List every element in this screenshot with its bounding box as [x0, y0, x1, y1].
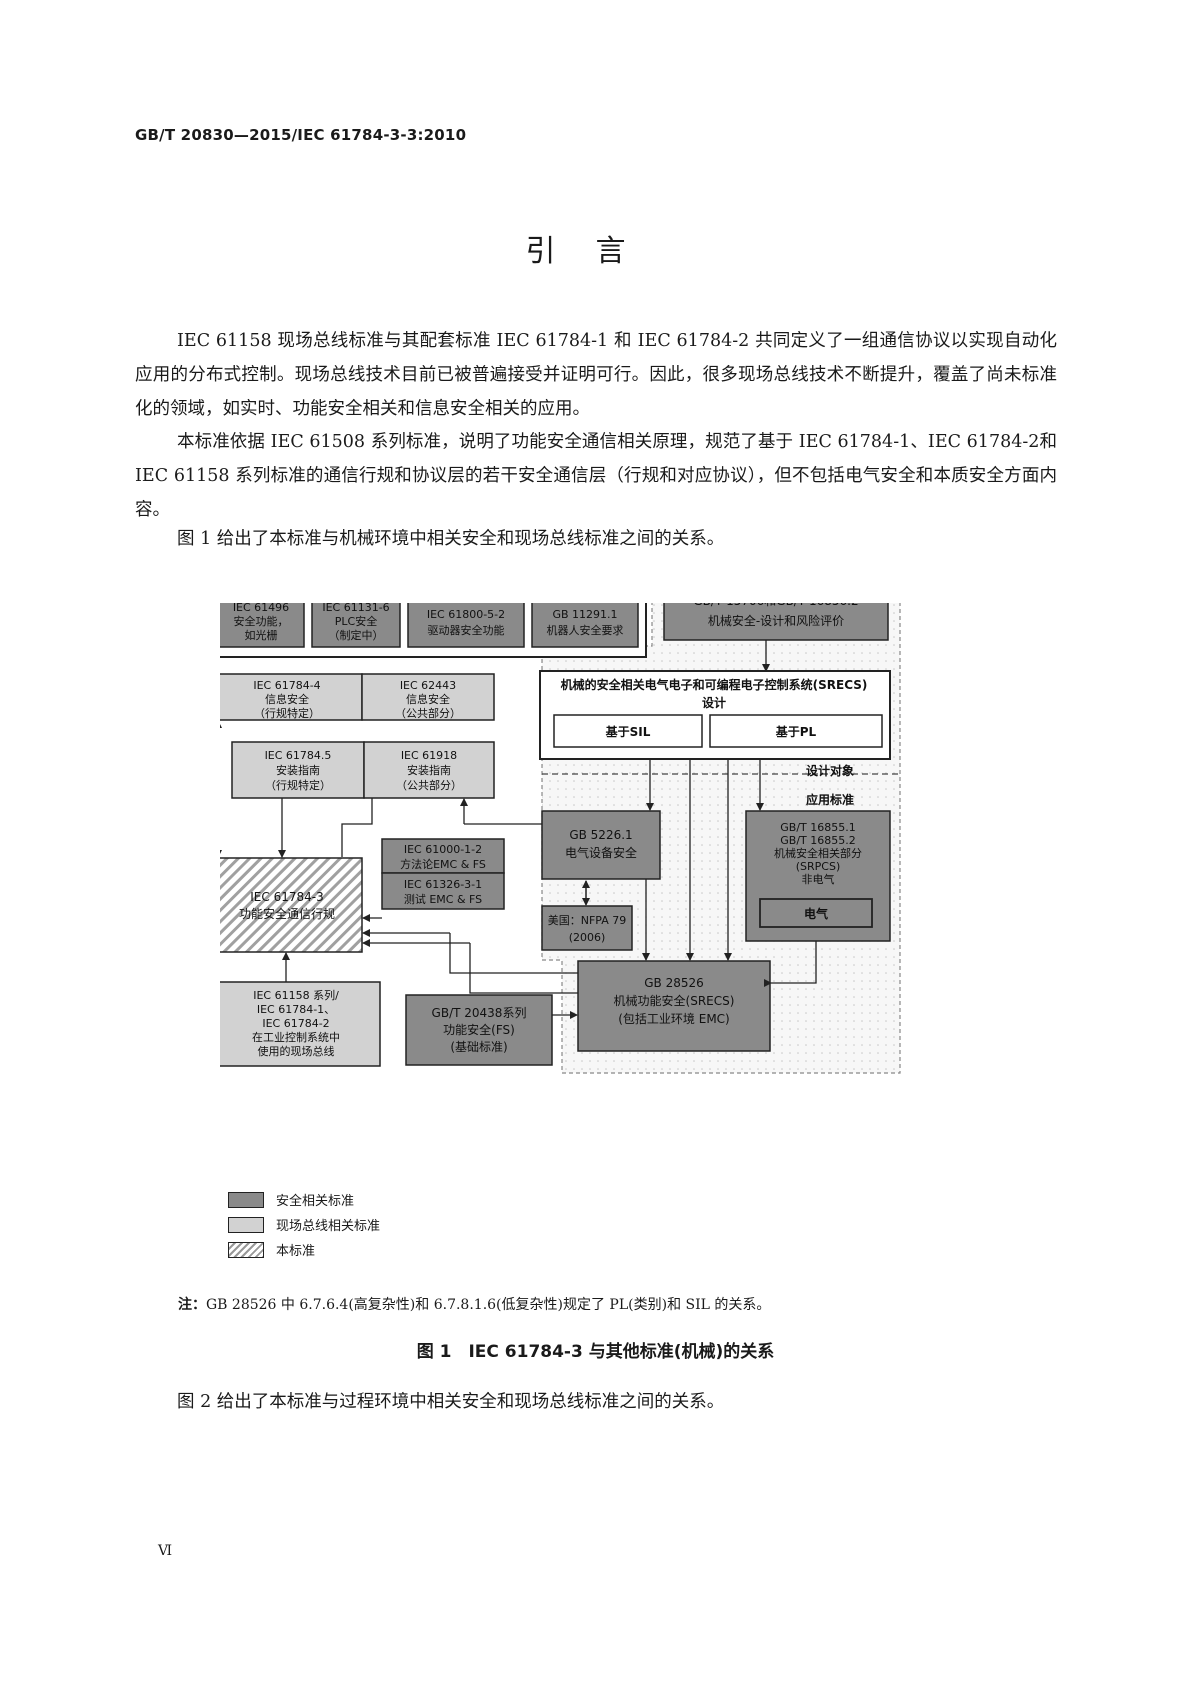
diagram-label: (包括工业环境 EMC)	[618, 1011, 730, 1026]
legend-swatch-dark	[228, 1191, 264, 1208]
application-standard-label: 应用标准	[806, 792, 854, 807]
diagram-label: （公共部分）	[396, 778, 462, 792]
diagram-label: （行规特定）	[265, 778, 331, 792]
diagram-label: GB/T 15706和GB/T 16856.2	[693, 603, 858, 608]
page-number: Ⅵ	[158, 1543, 173, 1559]
diagram-label: (2006)	[569, 931, 606, 944]
gbt15706-box: GB/T 15706和GB/T 16856.2 机械安全-设计和风险评价	[693, 603, 858, 628]
diagram-label: IEC 61784-4	[253, 679, 320, 692]
diagram-label: （制定中）	[329, 628, 384, 642]
diagram-label: （公共部分）	[395, 706, 461, 720]
gbt16855-box: GB/T 16855.1GB/T 16855.2机械安全相关部分(SRPCS)非…	[774, 821, 862, 886]
diagram-label: 安装指南	[276, 763, 320, 777]
diagram-label: 安装指南	[407, 763, 451, 777]
legend-item: 安全相关标准	[228, 1187, 380, 1212]
document-header: GB/T 20830—2015/IEC 61784-3-3:2010	[135, 126, 467, 144]
nfpa79-box: 美国：NFPA 79 (2006)	[548, 914, 627, 944]
diagram-label: IEC 61918	[401, 749, 457, 762]
diagram-label: 测试 EMC & FS	[404, 893, 482, 906]
note-label: 注：	[178, 1297, 206, 1313]
diagram-label: IEC 61784-1、	[257, 1003, 335, 1016]
legend-item: 本标准	[228, 1237, 380, 1262]
diagram-label: GB 11291.1	[552, 608, 617, 621]
electric-box: 电气	[804, 906, 828, 921]
diagram-label: （行规特定）	[254, 706, 320, 720]
legend-item: 现场总线相关标准	[228, 1212, 380, 1237]
diagram-label: IEC 62443	[400, 679, 456, 692]
diagram-label: 机械安全-设计和风险评价	[708, 613, 844, 628]
diagram-label: 使用的现场总线	[258, 1044, 335, 1058]
diagram-label: IEC 61131-6	[322, 603, 389, 614]
diagram-label: 安全功能，	[234, 614, 289, 628]
diagram-label: (SRPCS)	[796, 860, 841, 873]
diagram-label: (基础标准)	[450, 1040, 507, 1054]
gb28526-box: GB 28526 机械功能安全(SRECS) (包括工业环境 EMC)	[614, 976, 735, 1026]
paragraph: 图 2 给出了本标准与过程环境中相关安全和现场总线标准之间的关系。	[177, 1392, 725, 1412]
sil-box: 基于SIL	[605, 724, 651, 739]
diagram-label: 机器人安全要求	[547, 623, 624, 637]
figure-note: 注：GB 28526 中 6.7.6.4(高复杂性)和 6.7.8.1.6(低复…	[178, 1294, 770, 1314]
product-box: IEC 61800-5-2 驱动器安全功能	[427, 608, 505, 637]
diagram-label: IEC 61784.5	[265, 749, 332, 762]
diagram-label: IEC 61326-3-1	[404, 878, 482, 891]
diagram-label: GB/T 16855.2	[780, 834, 855, 847]
note-text: GB 28526 中 6.7.6.4(高复杂性)和 6.7.8.1.6(低复杂性…	[206, 1297, 771, 1313]
diagram-label: 功能安全通信行规	[239, 906, 335, 921]
diagram-label: IEC 61158 系列/	[253, 988, 339, 1002]
diagram-label: IEC 61784-2	[262, 1017, 329, 1030]
diagram-label: IEC 61784-3	[250, 890, 323, 904]
diagram-label: 信息安全	[265, 692, 309, 706]
design-object-label: 设计对象	[806, 763, 854, 778]
diagram-label: 设计	[702, 695, 726, 710]
diagram-label: 功能安全(FS)	[443, 1022, 515, 1037]
paragraph: IEC 61158 现场总线标准与其配套标准 IEC 61784-1 和 IEC…	[135, 331, 1057, 419]
diagram-label: GB/T 20438系列	[432, 1006, 527, 1020]
iec61784-3-box: IEC 61784-3 功能安全通信行规	[239, 890, 335, 921]
diagram-label: PLC安全	[335, 614, 377, 628]
legend: 安全相关标准 现场总线相关标准 本标准	[228, 1187, 380, 1262]
section-title: 引言	[525, 234, 666, 269]
diagram-label: 非电气	[802, 872, 835, 886]
diagram-label: 机械的安全相关电气电子和可编程电子控制系统(SRECS)	[561, 677, 868, 692]
pl-box: 基于PL	[775, 724, 817, 739]
diagram-label: 机械安全相关部分	[774, 846, 862, 860]
diagram-label: 电气设备安全	[565, 845, 637, 860]
product-box: GB 11291.1 机器人安全要求	[547, 608, 624, 637]
diagram-label: 方法论EMC & FS	[400, 857, 486, 871]
legend-swatch-light	[228, 1216, 264, 1233]
legend-swatch-hatched	[228, 1241, 264, 1258]
srecs-design-title: 机械的安全相关电气电子和可编程电子控制系统(SRECS) 设计	[561, 677, 868, 710]
diagram-label: GB/T 16855.1	[780, 821, 855, 834]
diagram-label: 如光栅	[245, 628, 278, 642]
gb5226-box: GB 5226.1 电气设备安全	[565, 828, 637, 860]
emc-test-box: IEC 61326-3-1 测试 EMC & FS	[404, 878, 482, 906]
diagram-label: 机械功能安全(SRECS)	[614, 993, 735, 1008]
diagram-label: IEC 61800-5-2	[427, 608, 505, 621]
diagram-label: 在工业控制系统中	[252, 1030, 340, 1044]
diagram-label: 信息安全	[406, 692, 450, 706]
diagram-label: IEC 61496	[233, 603, 289, 614]
diagram-label: 驱动器安全功能	[428, 623, 505, 637]
paragraph: 本标准依据 IEC 61508 系列标准，说明了功能安全通信相关原理，规范了基于…	[135, 432, 1057, 520]
figure-caption: 图 1 IEC 61784-3 与其他标准(机械)的关系	[416, 1342, 775, 1362]
diagram-label: GB 5226.1	[569, 828, 632, 842]
fieldbus-box: IEC 61158 系列/IEC 61784-1、IEC 61784-2在工业控…	[252, 988, 340, 1058]
diagram-label: IEC 61000-1-2	[404, 843, 482, 856]
diagram-label: GB 28526	[644, 976, 704, 990]
diagram-label: 美国：NFPA 79	[548, 914, 627, 927]
paragraph: 图 1 给出了本标准与机械环境中相关安全和现场总线标准之间的关系。	[177, 529, 725, 549]
